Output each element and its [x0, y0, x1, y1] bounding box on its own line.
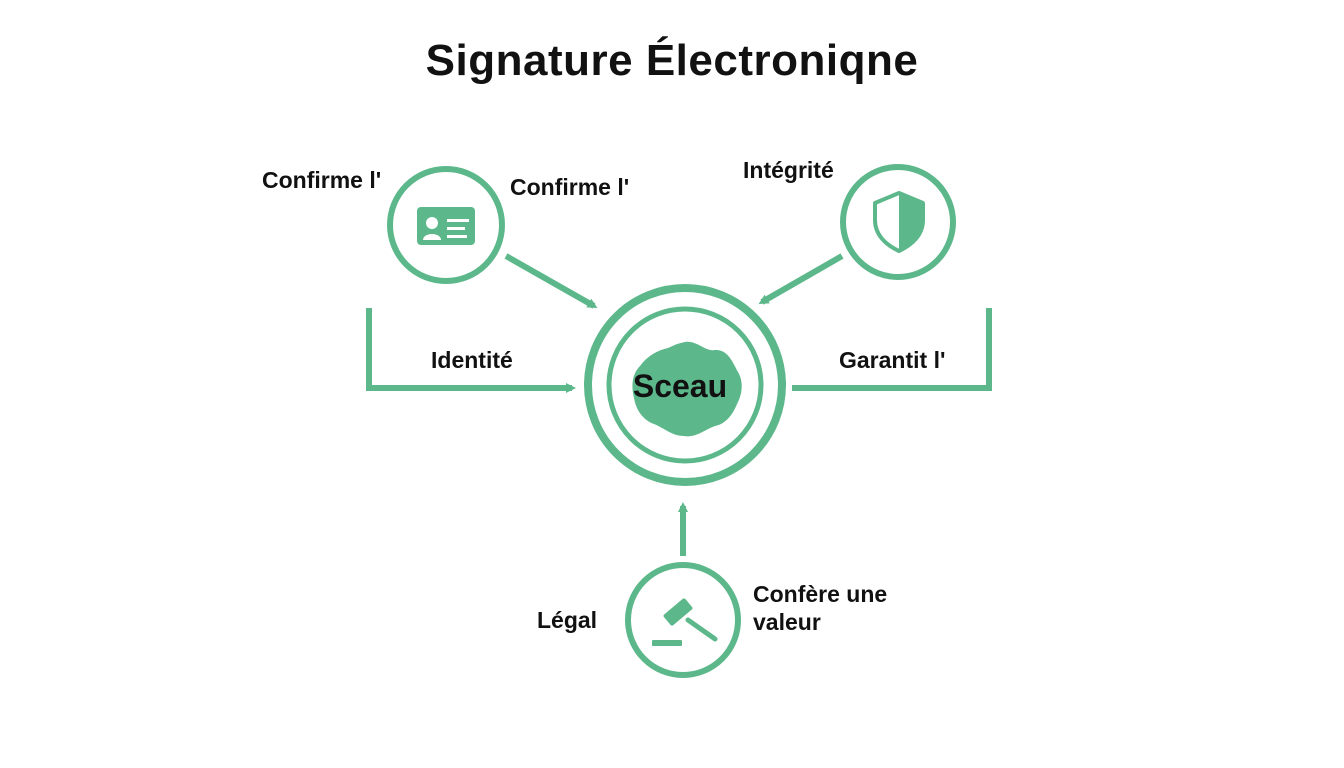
wax-seal-icon — [632, 341, 742, 437]
seal-label: Sceau — [632, 368, 728, 404]
legal-label: Légal — [537, 607, 598, 633]
integrity-arrow-label: Garantit l' — [839, 347, 946, 373]
line-right-bracket — [792, 308, 992, 391]
identity-arrow-label: Identité — [431, 347, 513, 373]
integrity-node — [840, 164, 956, 280]
arrow-identity-to-seal — [504, 253, 598, 309]
legal-node — [625, 562, 741, 678]
identity-node — [387, 166, 505, 284]
shield-icon — [873, 191, 925, 253]
id-card-icon — [417, 207, 475, 245]
legal-description-line1: Confère une — [753, 581, 888, 607]
page-title: Signature Électroniqne — [425, 36, 919, 85]
gavel-icon — [652, 598, 718, 646]
legal-description-line2: valeur — [753, 609, 821, 635]
arrow-integrity-to-seal — [758, 253, 844, 305]
central-seal — [584, 284, 786, 486]
integrity-label: Intégrité — [743, 157, 834, 183]
arrow-left-bracket — [366, 308, 576, 393]
identity-label-right: Confirme l' — [510, 174, 630, 200]
identity-label-left: Confirme l' — [262, 167, 382, 193]
